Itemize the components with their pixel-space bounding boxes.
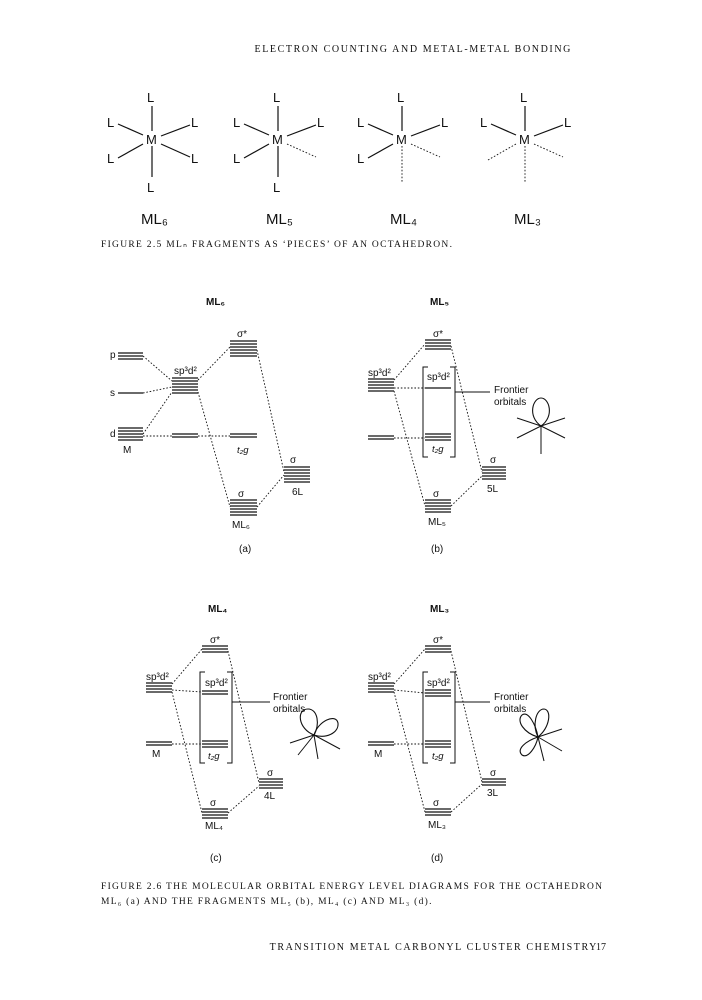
sigma-label: σ bbox=[290, 455, 297, 466]
ligand-label: L bbox=[317, 115, 324, 130]
ligand-label: L bbox=[564, 115, 571, 130]
metal-label: M bbox=[374, 749, 382, 760]
p-label: p bbox=[110, 350, 116, 361]
fragment-label-ml4: ML₄ bbox=[390, 211, 417, 228]
sigma-label: σ bbox=[433, 798, 440, 809]
sigma-label: σ bbox=[210, 798, 217, 809]
sigma-star-label: σ* bbox=[433, 635, 443, 646]
sigma-star-label: σ* bbox=[210, 635, 220, 646]
ligand-label: L bbox=[520, 90, 527, 105]
sigma-star-label: σ* bbox=[433, 329, 443, 340]
hybrid-label: sp³d² bbox=[427, 678, 450, 689]
frontier-label: Frontier bbox=[273, 692, 308, 703]
running-footer: TRANSITION METAL CARBONYL CLUSTER CHEMIS… bbox=[269, 942, 598, 953]
metal-atom-label: M bbox=[146, 132, 157, 147]
ligand-label: L bbox=[233, 115, 240, 130]
t2g-label: t₂g bbox=[237, 445, 249, 456]
ligand-label: L bbox=[147, 180, 154, 195]
fragment-label-ml5: ML₅ bbox=[266, 211, 293, 228]
bottom-label: ML₆ bbox=[232, 520, 250, 531]
fragment-label-ml3: ML₃ bbox=[514, 211, 541, 228]
t2g-label: t₂g bbox=[208, 751, 220, 762]
ligand-label: L bbox=[273, 90, 280, 105]
mo-panel-b: ML₅ sp³d² σ* sp³d² t₂g Frontier orbitals bbox=[368, 297, 566, 555]
ligand-count-label: 3L bbox=[487, 788, 499, 799]
panel-title: ML₄ bbox=[208, 604, 227, 615]
figure-2-6-caption-line1: FIGURE 2.6 THE MOLECULAR ORBITAL ENERGY … bbox=[101, 882, 604, 892]
bottom-label: ML₅ bbox=[428, 517, 446, 528]
ligand-label: L bbox=[273, 180, 280, 195]
lobe-orbital-icon bbox=[516, 397, 566, 454]
frontier-label: orbitals bbox=[494, 397, 526, 408]
sigma-label: σ bbox=[490, 768, 497, 779]
sigma-label: σ bbox=[267, 768, 274, 779]
fragment-ml6: M L L L L L L bbox=[107, 90, 198, 195]
three-lobe-orbital-icon bbox=[519, 708, 563, 762]
hybrid-label: sp³d² bbox=[368, 672, 391, 683]
sigma-star-label: σ* bbox=[237, 329, 247, 340]
t2g-label: t₂g bbox=[432, 751, 444, 762]
fragment-ml3: M L L L bbox=[480, 90, 571, 182]
s-label: s bbox=[110, 388, 115, 399]
frontier-label: Frontier bbox=[494, 692, 529, 703]
metal-label: M bbox=[152, 749, 160, 760]
hybrid-label: sp³d² bbox=[427, 372, 450, 383]
figure-2-6-caption-line2: ML₆ (a) AND THE FRAGMENTS ML₅ (b), ML₄ (… bbox=[101, 897, 433, 907]
hybrid-label: sp³d² bbox=[368, 368, 391, 379]
fragment-label-ml6: ML₆ bbox=[141, 211, 168, 228]
frontier-label: Frontier bbox=[494, 385, 529, 396]
fragment-ml4: M L L L L bbox=[357, 90, 448, 182]
frontier-label: orbitals bbox=[494, 704, 526, 715]
ligand-label: L bbox=[191, 151, 198, 166]
figure-2-5-caption: FIGURE 2.5 MLₙ FRAGMENTS AS ‘PIECES’ OF … bbox=[101, 240, 454, 250]
metal-atom-label: M bbox=[396, 132, 407, 147]
panel-label: (c) bbox=[210, 853, 222, 864]
ligand-count-label: 5L bbox=[487, 484, 499, 495]
ligand-count-label: 6L bbox=[292, 487, 304, 498]
frontier-label: orbitals bbox=[273, 704, 305, 715]
panel-label: (a) bbox=[239, 544, 251, 555]
ligand-label: L bbox=[147, 90, 154, 105]
panel-title: ML₆ bbox=[206, 297, 225, 308]
ligand-label: L bbox=[441, 115, 448, 130]
ligand-label: L bbox=[191, 115, 198, 130]
panel-title: ML₅ bbox=[430, 297, 449, 308]
sigma-label: σ bbox=[238, 489, 245, 500]
sigma-label: σ bbox=[490, 455, 497, 466]
ligand-label: L bbox=[357, 151, 364, 166]
metal-label: M bbox=[123, 445, 131, 456]
ligand-label: L bbox=[233, 151, 240, 166]
two-lobe-orbital-icon bbox=[289, 708, 341, 760]
ligand-label: L bbox=[397, 90, 404, 105]
fragment-ml5: M L L L L L bbox=[233, 90, 324, 195]
bottom-label: ML₄ bbox=[205, 821, 223, 832]
mo-panel-d: ML₃ sp³d² M σ* sp³d² t₂g Frontier orbita… bbox=[368, 604, 563, 864]
ligand-label: L bbox=[480, 115, 487, 130]
ligand-label: L bbox=[107, 151, 114, 166]
ligand-label: L bbox=[357, 115, 364, 130]
panel-label: (b) bbox=[431, 544, 443, 555]
running-head: ELECTRON COUNTING AND METAL-METAL BONDIN… bbox=[254, 44, 572, 55]
metal-atom-label: M bbox=[272, 132, 283, 147]
bottom-label: ML₃ bbox=[428, 820, 446, 831]
d-label: d bbox=[110, 429, 116, 440]
t2g-label: t₂g bbox=[432, 444, 444, 455]
mo-panel-c: ML₄ sp³d² M σ* sp³d² t₂g Frontier orbita… bbox=[146, 604, 341, 864]
page-number: 17 bbox=[596, 942, 606, 953]
sigma-label: σ bbox=[433, 489, 440, 500]
hybrid-label: sp³d² bbox=[146, 672, 169, 683]
hybrid-label: sp³d² bbox=[174, 366, 197, 377]
hybrid-label: sp³d² bbox=[205, 678, 228, 689]
ligand-label: L bbox=[107, 115, 114, 130]
ligand-count-label: 4L bbox=[264, 791, 276, 802]
metal-atom-label: M bbox=[519, 132, 530, 147]
panel-label: (d) bbox=[431, 853, 443, 864]
mo-panel-a: ML₆ p s d M sp³d² σ* t bbox=[110, 297, 310, 555]
panel-title: ML₃ bbox=[430, 604, 449, 615]
